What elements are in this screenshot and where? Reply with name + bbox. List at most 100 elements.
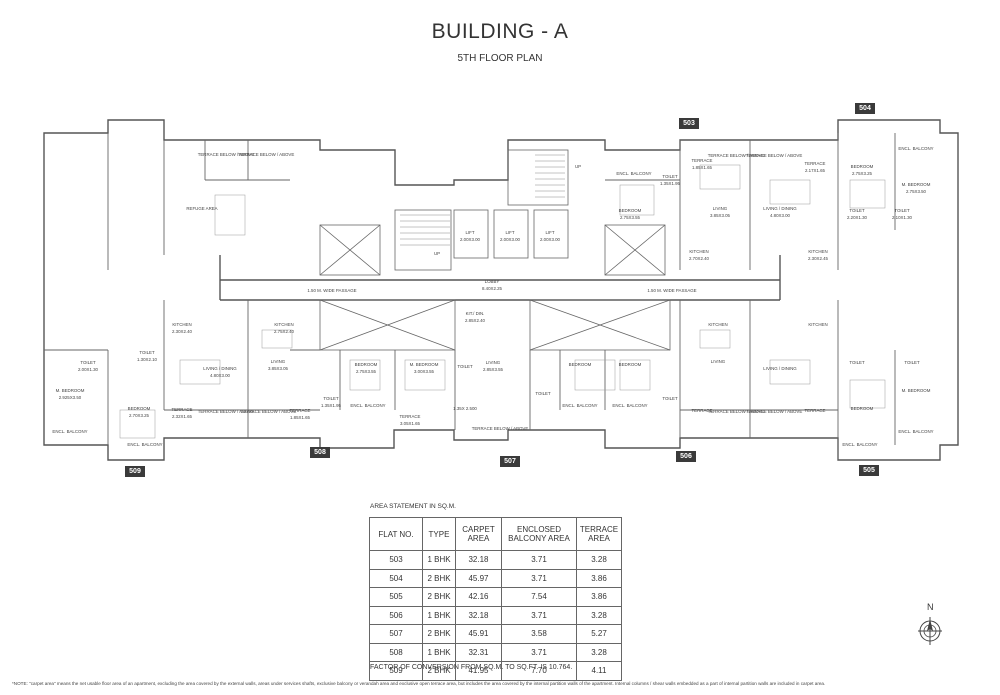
encl-balcony-label: ENCL. BALCONY [898, 429, 933, 434]
bedroom-label: BEDROOM [619, 208, 642, 213]
column-header: TYPE [422, 517, 456, 551]
room-dim: 2.00X1.30 [78, 367, 99, 372]
bedroom-label: BEDROOM [619, 362, 642, 367]
table-cell: 7.54 [501, 587, 577, 607]
table-cell: 3.58 [501, 624, 577, 644]
table-cell: 42.16 [455, 587, 502, 607]
passage-label: 1.50 M. WIDE PASSAGE [307, 288, 356, 293]
lobby-label: LOBBY [485, 279, 500, 284]
terrace-label: TERRACE [400, 414, 421, 419]
room-dim: 4.80X3.00 [210, 373, 231, 378]
table-cell: 507 [369, 624, 423, 644]
bedroom-label: BEDROOM [569, 362, 592, 367]
table-cell: 3.86 [576, 587, 622, 607]
table-cell: 509 [369, 661, 423, 681]
table-row: 506 1 BHK 32.18 3.71 3.28 [369, 605, 622, 625]
table-cell: 2 BHK [422, 568, 456, 588]
room-dim: 2.30X2.40 [172, 329, 193, 334]
toilet-label: TOILET [849, 208, 865, 213]
table-row: 505 2 BHK 42.16 7.54 3.86 [369, 587, 622, 607]
kit-din-label: KIT./ DIN. [466, 311, 485, 316]
table-cell: 5.27 [576, 624, 622, 644]
bedroom-label: BEDROOM [355, 362, 378, 367]
kitchen-label: KITCHEN [808, 249, 827, 254]
lift-dim: 2.00X3.00 [460, 237, 481, 242]
table-cell: 3.28 [576, 642, 622, 662]
room-dim: 2.75X3.25 [852, 171, 873, 176]
m-bedroom-label: M. BEDROOM [410, 362, 439, 367]
conversion-factor-text: FACTOR OF CONVERSION FROM SQ.M. TO SQ.FT… [370, 664, 573, 671]
kitchen-label: KITCHEN [172, 322, 191, 327]
flat-tag-503: 503 [679, 118, 699, 129]
column-header: TERRACE AREA [576, 517, 622, 551]
table-cell: 32.18 [455, 605, 502, 625]
table-cell: 508 [369, 642, 423, 662]
toilet-label: TOILET [662, 396, 678, 401]
column-header: ENCLOSED BALCONY AREA [501, 517, 577, 551]
living-dining-label: LIVING / DINING [203, 366, 237, 371]
toilet-label: TOILET [904, 360, 920, 365]
table-cell: 3.71 [501, 568, 577, 588]
toilet-label: TOILET [894, 208, 910, 213]
lift-dim: 2.00X3.00 [500, 237, 521, 242]
refuge-area-label: REFUGE AREA [186, 206, 217, 211]
table-cell: 504 [369, 568, 423, 588]
column-header: CARPET AREA [455, 517, 502, 551]
flat-tag-507: 507 [500, 456, 520, 467]
living-dining-label: LIVING / DINING [763, 206, 797, 211]
flat-tag-504: 504 [855, 103, 875, 114]
living-label: LIVING [271, 359, 286, 364]
kitchen-label: KITCHEN [689, 249, 708, 254]
carpet-area-note: *NOTE: "carpet area" means the net usabl… [12, 681, 826, 686]
toilet-label: TOILET [139, 350, 155, 355]
passage-label: 1.50 M. WIDE PASSAGE [647, 288, 696, 293]
encl-balcony-label: ENCL. BALCONY [350, 403, 385, 408]
room-dim: 3.00X3.55 [414, 369, 435, 374]
kitchen-label: KITCHEN [274, 322, 293, 327]
lift-label: LIFT [545, 230, 554, 235]
room-dim: 2.75X3.50 [906, 189, 927, 194]
table-cell: 3.28 [576, 605, 622, 625]
table-cell: 45.97 [455, 568, 502, 588]
north-arrow-icon [918, 617, 942, 645]
toilet-label: TOILET [323, 396, 339, 401]
bedroom-label: BEDROOM [851, 164, 874, 169]
floor-plan-drawing: TERRACE BELOW / ABOVE TERRACE BELOW / AB… [43, 119, 959, 461]
room-dim: 2.30X2.45 [808, 256, 829, 261]
terrace-label: TERRACE [290, 408, 311, 413]
terrace-label: TERRACE BELOW / ABOVE [746, 409, 803, 414]
room-dim: 1.30X2.10 [137, 357, 158, 362]
toilet-label: TOILET [662, 174, 678, 179]
terrace-label: TERRACE [692, 158, 713, 163]
terrace-label: TERRACE [172, 407, 193, 412]
table-row: 504 2 BHK 45.97 3.71 3.86 [369, 568, 622, 588]
terrace-label: TERRACE [805, 408, 826, 413]
encl-balcony-label: ENCL. BALCONY [842, 442, 877, 447]
room-dim: 2.75X2.40 [274, 329, 295, 334]
table-cell: 506 [369, 605, 423, 625]
north-label: N [927, 602, 934, 612]
room-dim: 2.85X2.40 [465, 318, 486, 323]
room-dim: 1.85X1.65 [290, 415, 311, 420]
table-row: 503 1 BHK 32.18 3.71 3.28 [369, 550, 622, 570]
m-bedroom-label: M. BEDROOM [902, 182, 931, 187]
room-dim: 2.70X3.25 [129, 413, 150, 418]
table-cell: 2 BHK [422, 624, 456, 644]
living-label: LIVING [711, 359, 726, 364]
room-dim: 4.80X3.00 [770, 213, 791, 218]
living-label: LIVING [486, 360, 501, 365]
terrace-label: TERRACE BELOW / ABOVE [198, 409, 255, 414]
room-dim: 2.20X1.30 [847, 215, 868, 220]
room-dim: 2.925X3.50 [59, 395, 82, 400]
lift-label: LIFT [505, 230, 514, 235]
bedroom-label: BEDROOM [128, 406, 151, 411]
terrace-label: TERRACE BELOW / ABOVE [240, 409, 297, 414]
room-dim: 1.35X 2.500 [453, 406, 477, 411]
flat-tag-506: 506 [676, 451, 696, 462]
toilet-label: TOILET [457, 364, 473, 369]
table-header-row: FLAT NO. TYPE CARPET AREA ENCLOSED BALCO… [369, 517, 622, 551]
room-dim: 2.10X1.30 [892, 215, 913, 220]
terrace-label: TERRACE BELOW / ABOVE [708, 153, 765, 158]
encl-balcony-label: ENCL. BALCONY [616, 171, 651, 176]
room-dim: 1.35X1.95 [321, 403, 342, 408]
